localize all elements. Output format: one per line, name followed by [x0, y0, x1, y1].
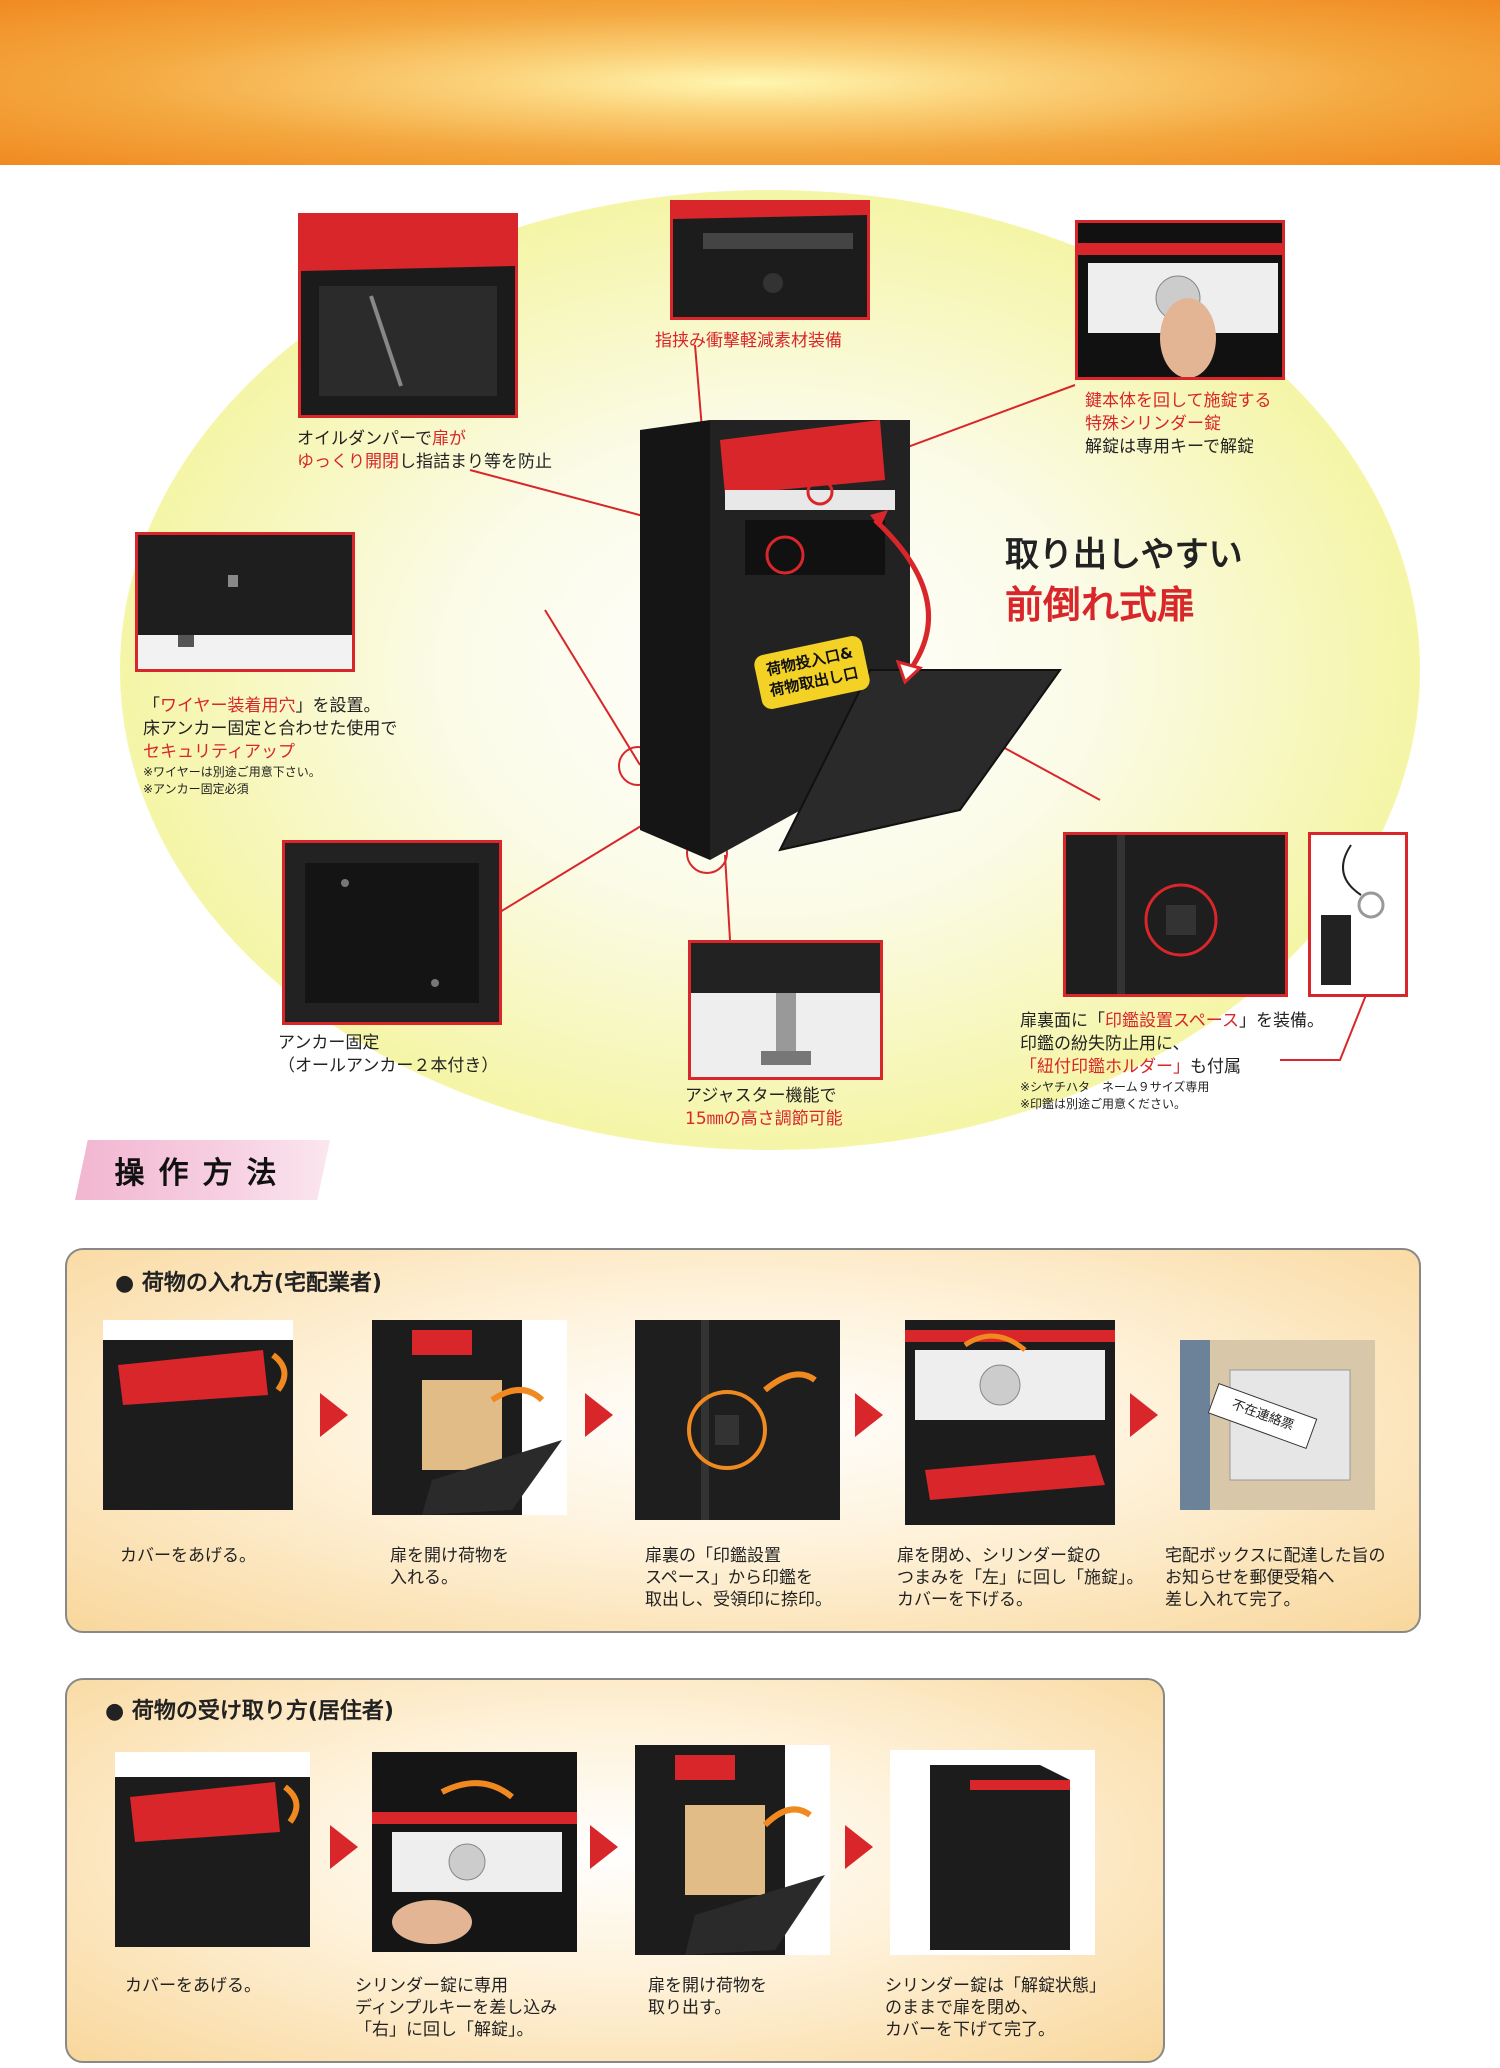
seal-holder-photo: [1308, 832, 1408, 997]
lock-circle: [806, 478, 834, 506]
adjuster-photo: [688, 940, 883, 1080]
anchor-photo: [282, 840, 502, 1025]
pickup-step-4-text: シリンダー錠は「解錠状態」 のままで扉を閉め、 カバーを下げて完了。: [885, 1976, 1106, 2040]
section-title: 操作方法: [75, 1140, 330, 1200]
wire-caption: 「ワイヤー装着用穴」を設置。 床アンカー固定と合わせた使用で セキュリティアップ…: [143, 696, 398, 796]
delivery-step-2-image: [372, 1320, 567, 1515]
callout-lines: [469, 344, 1371, 1061]
seal-space-photo: [1063, 832, 1288, 997]
delivery-step-5-image: 不在連絡票: [1180, 1340, 1375, 1510]
adjuster-caption: アジャスター機能で 15㎜の高さ調節可能: [685, 1086, 843, 1129]
cylinder-photo: [1075, 220, 1285, 380]
anchor-caption: アンカー固定 （オールアンカー２本付き）: [278, 1033, 499, 1076]
delivery-step-1-image: [103, 1320, 293, 1510]
delivery-step-2-text: 扉を開け荷物を 入れる。: [390, 1546, 509, 1588]
step-arrow: [330, 1825, 358, 1869]
step-arrow: [585, 1393, 613, 1437]
delivery-step-3-image: [635, 1320, 840, 1520]
step-arrow: [1130, 1393, 1158, 1437]
delivery-step-3-text: 扉裏の「印鑑設置 スペース」から印鑑を 取出し、受領印に捺印。: [645, 1546, 832, 1610]
headline-line2: 前倒れ式扉: [1005, 583, 1196, 627]
pickup-step-3-text: 扉を開け荷物を 取り出す。: [648, 1976, 767, 2018]
pickup-title: ● 荷物の受け取り方(居住者): [105, 1699, 394, 1724]
step-arrow: [590, 1825, 618, 1869]
headline: 取り出しやすい 前倒れ式扉: [1005, 530, 1243, 630]
delivery-step-4-text: 扉を閉め、シリンダー錠の つまみを「左」に回し「施錠」。 カバーを下げる。: [897, 1546, 1144, 1610]
damper-photo: [298, 213, 518, 418]
step-arrow: [845, 1825, 873, 1869]
top-banner: [0, 0, 1500, 165]
step-arrow: [855, 1393, 883, 1437]
delivery-step-5-text: 宅配ボックスに配達した旨の お知らせを郵便受箱へ 差し入れて完了。: [1165, 1546, 1386, 1610]
pickup-step-4-image: [890, 1750, 1095, 1955]
step-arrow: [320, 1393, 348, 1437]
delivery-step-1-text: カバーをあげる。: [120, 1546, 256, 1566]
cylinder-caption: 鍵本体を回して施錠する 特殊シリンダー錠 解錠は専用キーで解錠: [1085, 391, 1272, 457]
damper-circle: [765, 535, 805, 575]
wire-hole-photo: [135, 532, 355, 672]
delivery-title: ● 荷物の入れ方(宅配業者): [115, 1271, 382, 1296]
damper-caption: オイルダンパーで扉が ゆっくり開閉し指詰まり等を防止: [297, 429, 552, 472]
finger-guard-photo: [670, 200, 870, 320]
main-product-image: [640, 420, 1062, 860]
pickup-step-2-image: [372, 1752, 577, 1952]
headline-line1: 取り出しやすい: [1005, 535, 1243, 575]
pickup-step-1-image: [115, 1752, 310, 1947]
delivery-step-4-image: [905, 1320, 1115, 1525]
finger-caption: 指挟み衝撃軽減素材装備: [655, 331, 842, 351]
seal-caption: 扉裏面に「印鑑設置スペース」を装備。 印鑑の紛失防止用に、 「紐付印鑑ホルダー」…: [1020, 1011, 1324, 1111]
pickup-step-2-text: シリンダー錠に専用 ディンプルキーを差し込み 「右」に回し「解錠」。: [355, 1976, 558, 2040]
pickup-step-3-image: [635, 1745, 830, 1955]
pickup-step-1-text: カバーをあげる。: [125, 1976, 261, 1996]
